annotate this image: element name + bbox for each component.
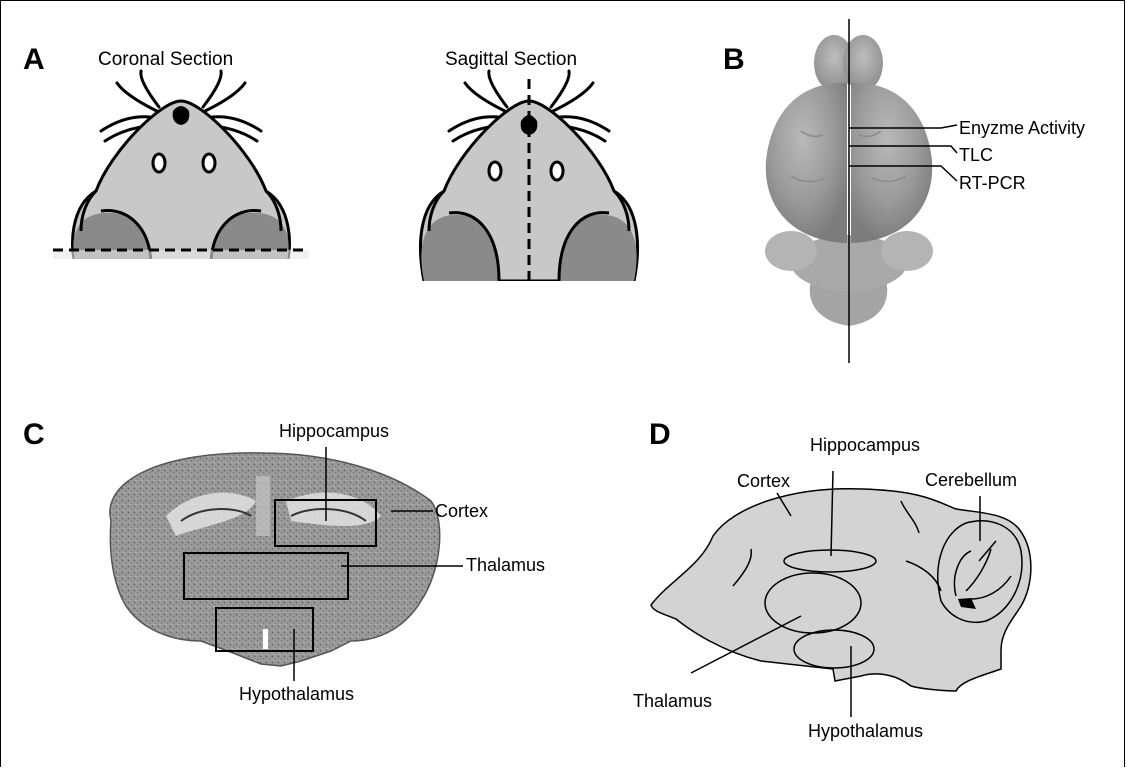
panel-a-letter: A — [23, 43, 45, 76]
sagittal-mouse-drawing — [421, 71, 638, 286]
sagittal-section-title: Sagittal Section — [445, 49, 577, 70]
panel-c-cortex-label: Cortex — [435, 501, 488, 521]
panel-d-cortex-label: Cortex — [737, 471, 790, 491]
coronal-mouse-drawing — [53, 71, 309, 266]
panel-c: C Hippocampus Cortex Thalamus Hypothalam… — [23, 418, 545, 704]
panel-d-cerebellum-label: Cerebellum — [925, 470, 1017, 490]
coronal-section-title: Coronal Section — [98, 49, 233, 70]
panel-d-letter: D — [649, 418, 671, 451]
panel-c-letter: C — [23, 418, 45, 451]
panel-c-hypothalamus-label: Hypothalamus — [239, 684, 354, 704]
panel-b-letter: B — [723, 43, 745, 76]
panel-a: A Coronal Section Sagittal Section — [23, 43, 637, 286]
panel-d: D Cortex Hippocampus Cerebellum Thalamu — [633, 418, 1031, 741]
rt-pcr-label: RT-PCR — [959, 173, 1026, 193]
coronal-eye-right — [203, 154, 215, 172]
panel-d-hypothalamus-label: Hypothalamus — [808, 721, 923, 741]
sagittal-eye-left — [489, 162, 501, 180]
sagittal-brain-outline — [651, 489, 1031, 691]
panel-d-thalamus-label: Thalamus — [633, 691, 712, 711]
sagittal-eye-right — [551, 162, 563, 180]
tlc-label: TLC — [959, 145, 993, 165]
coronal-brain-slice — [110, 453, 440, 666]
panel-c-thalamus-label: Thalamus — [466, 555, 545, 575]
panel-b: B Enyzme Activity TLC RT-PCR — [723, 19, 1085, 363]
panel-c-hippocampus-label: Hippocampus — [279, 421, 389, 441]
panel-d-hippocampus-label: Hippocampus — [810, 435, 920, 455]
coronal-eye-left — [153, 154, 165, 172]
enzyme-activity-label: Enyzme Activity — [959, 118, 1085, 138]
